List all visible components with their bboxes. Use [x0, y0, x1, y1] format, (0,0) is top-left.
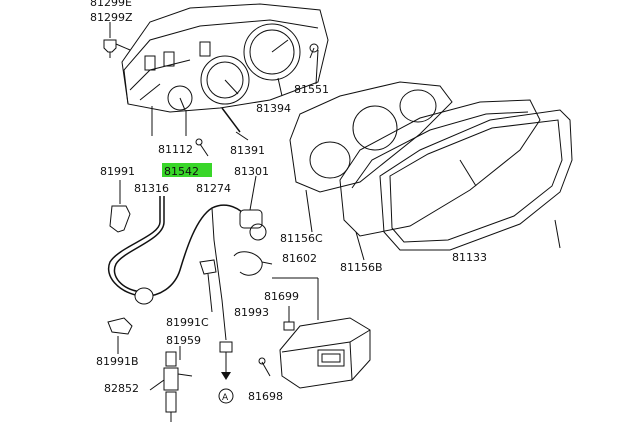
label-81551: 81551 [294, 83, 329, 96]
label-81698: 81698 [248, 390, 283, 403]
label-82852: 82852 [104, 382, 139, 395]
screw-81542-drawing [195, 138, 209, 157]
label-81274: 81274 [196, 182, 231, 195]
label-81699: 81699 [264, 290, 299, 303]
label-81112: 81112 [158, 143, 193, 156]
label-81394: 81394 [256, 102, 291, 115]
label-81991C: 81991C [166, 316, 209, 329]
label-81299Z: 81299Z [90, 11, 133, 24]
label-81993: 81993 [234, 306, 269, 319]
control-unit-drawing [258, 277, 371, 389]
label-81991: 81991 [100, 165, 135, 178]
label-81391: 81391 [230, 144, 265, 157]
label-81156B: 81156B [340, 261, 383, 274]
label-81316: 81316 [134, 182, 169, 195]
label-81602: 81602 [282, 252, 317, 265]
label-81299E: 81299E [90, 0, 132, 9]
combination-meter-drawing [103, 3, 329, 141]
label-81156C: 81156C [280, 232, 323, 245]
speedometer-cable-drawing [107, 175, 273, 422]
label-81133: 81133 [452, 251, 487, 264]
meter-bezel-drawing [289, 81, 573, 261]
reference-marker-a: A [222, 393, 229, 403]
label-81542: 81542 [164, 165, 199, 178]
label-81301: 81301 [234, 165, 269, 178]
label-81959: 81959 [166, 334, 201, 347]
highlight-box [162, 163, 212, 177]
label-81991B: 81991B [96, 355, 139, 368]
